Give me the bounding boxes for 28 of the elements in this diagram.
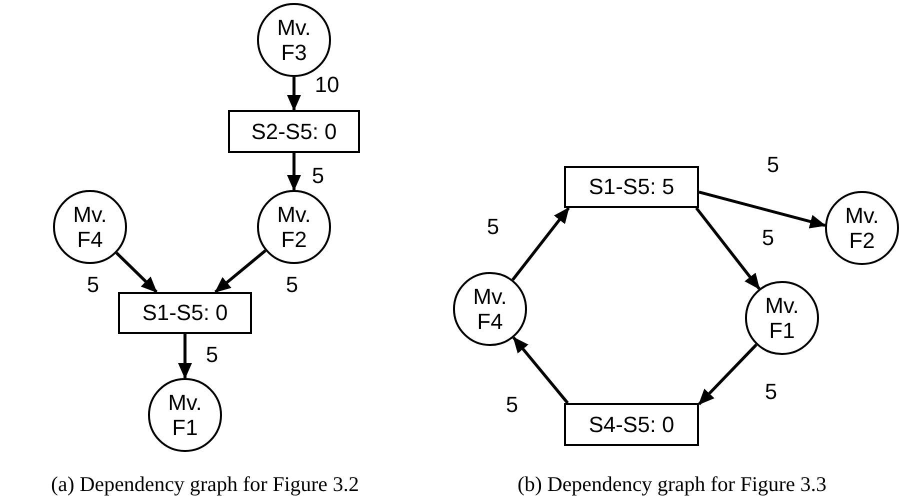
process-box bbox=[564, 166, 699, 208]
arrow bbox=[214, 249, 266, 294]
figure-caption: (a) Dependency graph for Figure 3.2 bbox=[51, 472, 359, 497]
arrow bbox=[178, 334, 192, 379]
node-label: Mv. F4 bbox=[472, 284, 508, 334]
arrow bbox=[695, 207, 760, 290]
arrow bbox=[512, 336, 569, 404]
arrow bbox=[698, 190, 826, 228]
process-box bbox=[564, 403, 699, 446]
arrow bbox=[698, 344, 758, 406]
process-box bbox=[118, 292, 252, 334]
node-label: Mv. F1 bbox=[167, 390, 203, 440]
node-label: S1-S5: 0 bbox=[142, 300, 228, 326]
node-label: S4-S5: 0 bbox=[588, 412, 674, 438]
node-label: Mv. F3 bbox=[276, 14, 312, 66]
node-label: S1-S5: 5 bbox=[588, 174, 674, 200]
arrow bbox=[512, 207, 570, 281]
node-label: Mv. F1 bbox=[764, 292, 800, 344]
node-label: Mv. F4 bbox=[72, 202, 108, 252]
figure-caption: (b) Dependency graph for Figure 3.3 bbox=[517, 472, 827, 497]
process-box bbox=[228, 110, 360, 153]
node-label: Mv. F2 bbox=[844, 202, 880, 254]
node-circle bbox=[745, 281, 819, 355]
node-label: Mv. F2 bbox=[276, 202, 312, 252]
arrow bbox=[287, 77, 301, 111]
arrow bbox=[115, 252, 158, 294]
node-label: S2-S5: 0 bbox=[251, 118, 337, 144]
arrow bbox=[287, 153, 301, 191]
